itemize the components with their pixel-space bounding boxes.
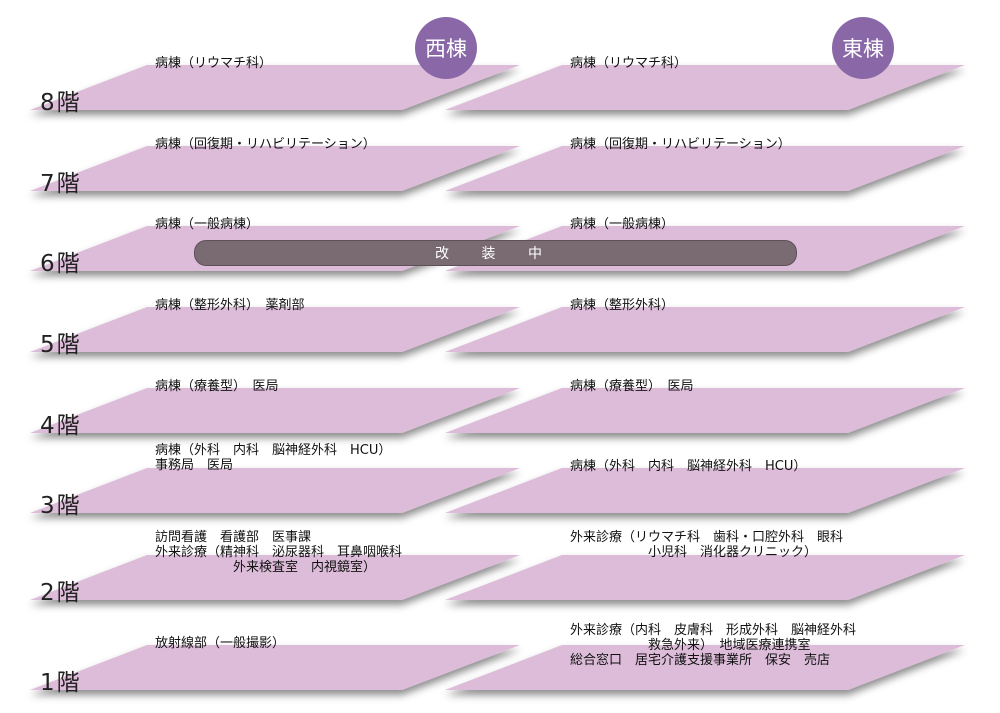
- west-floor-departments: 訪問看護 看護部 医事課 外来診療（精神科 泌尿器科 耳鼻咽喉科 外来検査室 内…: [155, 530, 403, 575]
- east-floor-departments: 病棟（療養型） 医局: [570, 379, 694, 394]
- east-floor-departments: 病棟（リウマチ科）: [570, 56, 688, 71]
- floor-label: 1階: [40, 670, 82, 696]
- floor-label: 2階: [40, 580, 82, 606]
- slab-west-floor-4: [30, 388, 520, 433]
- west-floor-departments: 病棟（一般病棟）: [155, 217, 260, 232]
- east-floor-departments: 病棟（外科 内科 脳神経外科 HCU）: [570, 459, 807, 474]
- slab-east-floor-8: [445, 65, 965, 110]
- west-floor-departments: 病棟（整形外科） 薬剤部: [155, 298, 305, 313]
- slab-west-floor-7: [30, 146, 520, 191]
- slab-west-floor-3: [30, 468, 520, 513]
- slab-west-floor-5: [30, 307, 520, 352]
- west-floor-departments: 放射線部（一般撮影）: [155, 636, 286, 651]
- slab-east-floor-5: [445, 307, 965, 352]
- slab-east-floor-2: [445, 555, 965, 600]
- renovation-banner: 改 装 中: [194, 240, 797, 266]
- slab-east-floor-3: [445, 468, 965, 513]
- east-floor-departments: 病棟（整形外科）: [570, 298, 675, 313]
- east-floor-departments: 外来診療（内科 皮膚科 形成外科 脳神経外科 救急外来） 地域医療連携室 総合窓…: [570, 623, 857, 668]
- floor-label: 5階: [40, 332, 82, 358]
- slab-west-floor-1: [30, 645, 520, 690]
- slab-west-floor-2: [30, 555, 520, 600]
- floor-label: 3階: [40, 493, 82, 519]
- east-floor-departments: 外来診療（リウマチ科 歯科・口腔外科 眼科 小児科 消化器クリニック）: [570, 530, 844, 560]
- slab-east-floor-1: [445, 645, 965, 690]
- floor-label: 4階: [40, 413, 82, 439]
- west-building-badge: 西棟: [415, 17, 477, 79]
- slab-west-floor-8: [30, 65, 520, 110]
- east-floor-departments: 病棟（回復期・リハビリテーション）: [570, 137, 791, 152]
- slab-east-floor-4: [445, 388, 965, 433]
- slab-east-floor-7: [445, 146, 965, 191]
- west-floor-departments: 病棟（療養型） 医局: [155, 379, 279, 394]
- east-floor-departments: 病棟（一般病棟）: [570, 217, 675, 232]
- west-floor-departments: 病棟（回復期・リハビリテーション）: [155, 137, 376, 152]
- floor-label: 6階: [40, 251, 82, 277]
- east-building-badge: 東棟: [832, 17, 894, 79]
- west-floor-departments: 病棟（外科 内科 脳神経外科 HCU） 事務局 医局: [155, 443, 392, 473]
- floor-label: 8階: [40, 90, 82, 116]
- west-floor-departments: 病棟（リウマチ科）: [155, 56, 273, 71]
- floor-label: 7階: [40, 171, 82, 197]
